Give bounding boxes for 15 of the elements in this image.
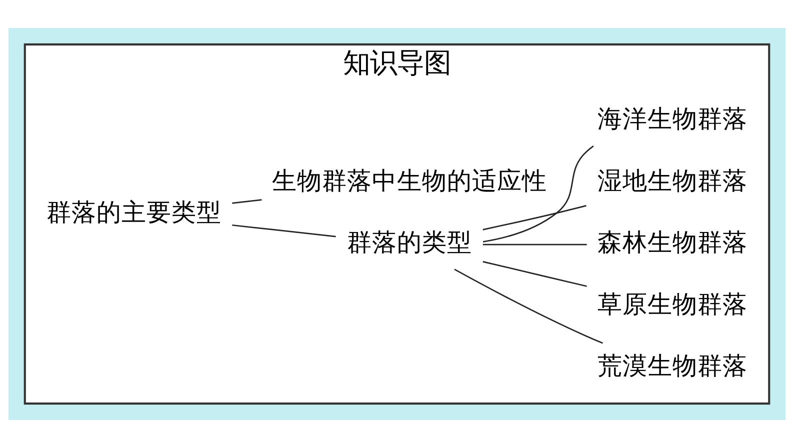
node-text: 荒漠生物群落 [597, 350, 748, 380]
connector [482, 145, 594, 242]
connector [482, 260, 587, 286]
connector [454, 268, 603, 344]
connector [482, 204, 586, 230]
node-text: 草原生物群落 [597, 288, 748, 318]
node-text: 生物群落中生物的适应性 [272, 165, 547, 194]
node-text: 湿地生物群落 [597, 165, 748, 194]
node-text: 海洋生物群落 [597, 104, 748, 133]
node-text: 群落的主要类型 [46, 196, 222, 226]
connector [232, 224, 336, 237]
node-text: 群落的类型 [346, 227, 472, 256]
connector [482, 243, 587, 245]
node-text: 森林生物群落 [597, 227, 748, 256]
connector [232, 198, 262, 204]
